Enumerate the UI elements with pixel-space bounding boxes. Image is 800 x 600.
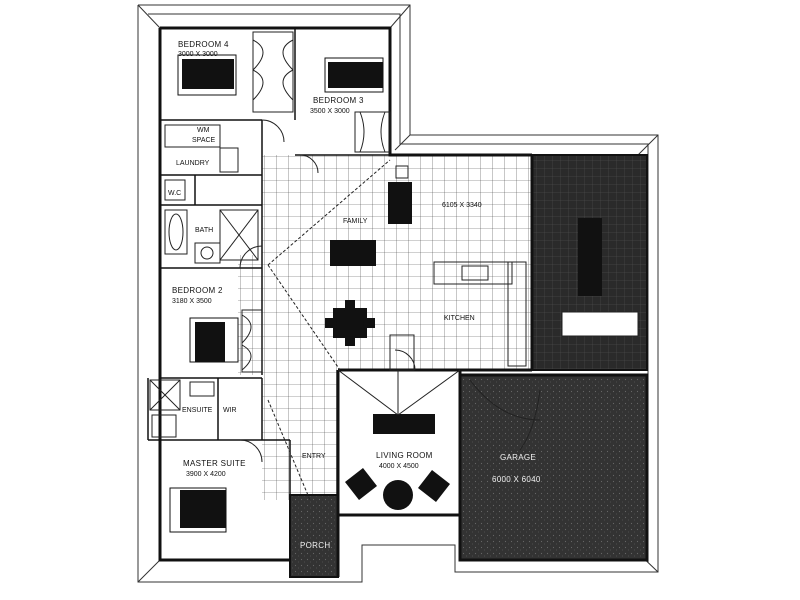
bath-fixtures <box>149 124 259 438</box>
master-label: MASTER SUITE <box>183 459 246 468</box>
wc-label: W.C <box>168 190 181 197</box>
wm-space-label: SPACE <box>192 137 216 144</box>
living-label: LIVING ROOM <box>376 451 433 460</box>
ensuite-label: ENSUITE <box>182 407 213 414</box>
master-size: 3900 X 4200 <box>186 471 226 478</box>
family-size: 6105 X 3340 <box>442 202 482 209</box>
bedroom4-size: 3000 X 3000 <box>178 51 218 58</box>
bedroom4-label: BEDROOM 4 <box>178 40 229 49</box>
bedroom3-label: BEDROOM 3 <box>313 96 364 105</box>
bedroom2-label: BEDROOM 2 <box>172 286 223 295</box>
porch-label: PORCH <box>300 541 330 550</box>
bath-label: BATH <box>195 227 213 234</box>
entry-label: ENTRY <box>302 453 326 460</box>
laundry-label: LAUNDRY <box>176 160 210 167</box>
walls <box>147 26 534 577</box>
ceiling-lines <box>267 159 391 501</box>
bedroom2-size: 3180 X 3500 <box>172 298 212 305</box>
family-label: FAMILY <box>343 218 368 225</box>
wir-label: WIR <box>223 407 237 414</box>
porch-floor <box>289 494 339 578</box>
wardrobes <box>239 31 541 463</box>
tiled-floor <box>238 155 532 500</box>
beds <box>169 54 384 533</box>
wm-label: WM <box>197 127 210 134</box>
garage-floor <box>458 373 649 562</box>
bedroom3-size: 3500 X 3000 <box>310 108 350 115</box>
furniture <box>325 165 639 510</box>
kitchen-label: KITCHEN <box>444 315 475 322</box>
garage-size: 6000 X 6040 <box>492 475 541 484</box>
living-size: 4000 X 4500 <box>379 463 419 470</box>
garage-label: GARAGE <box>500 453 536 462</box>
